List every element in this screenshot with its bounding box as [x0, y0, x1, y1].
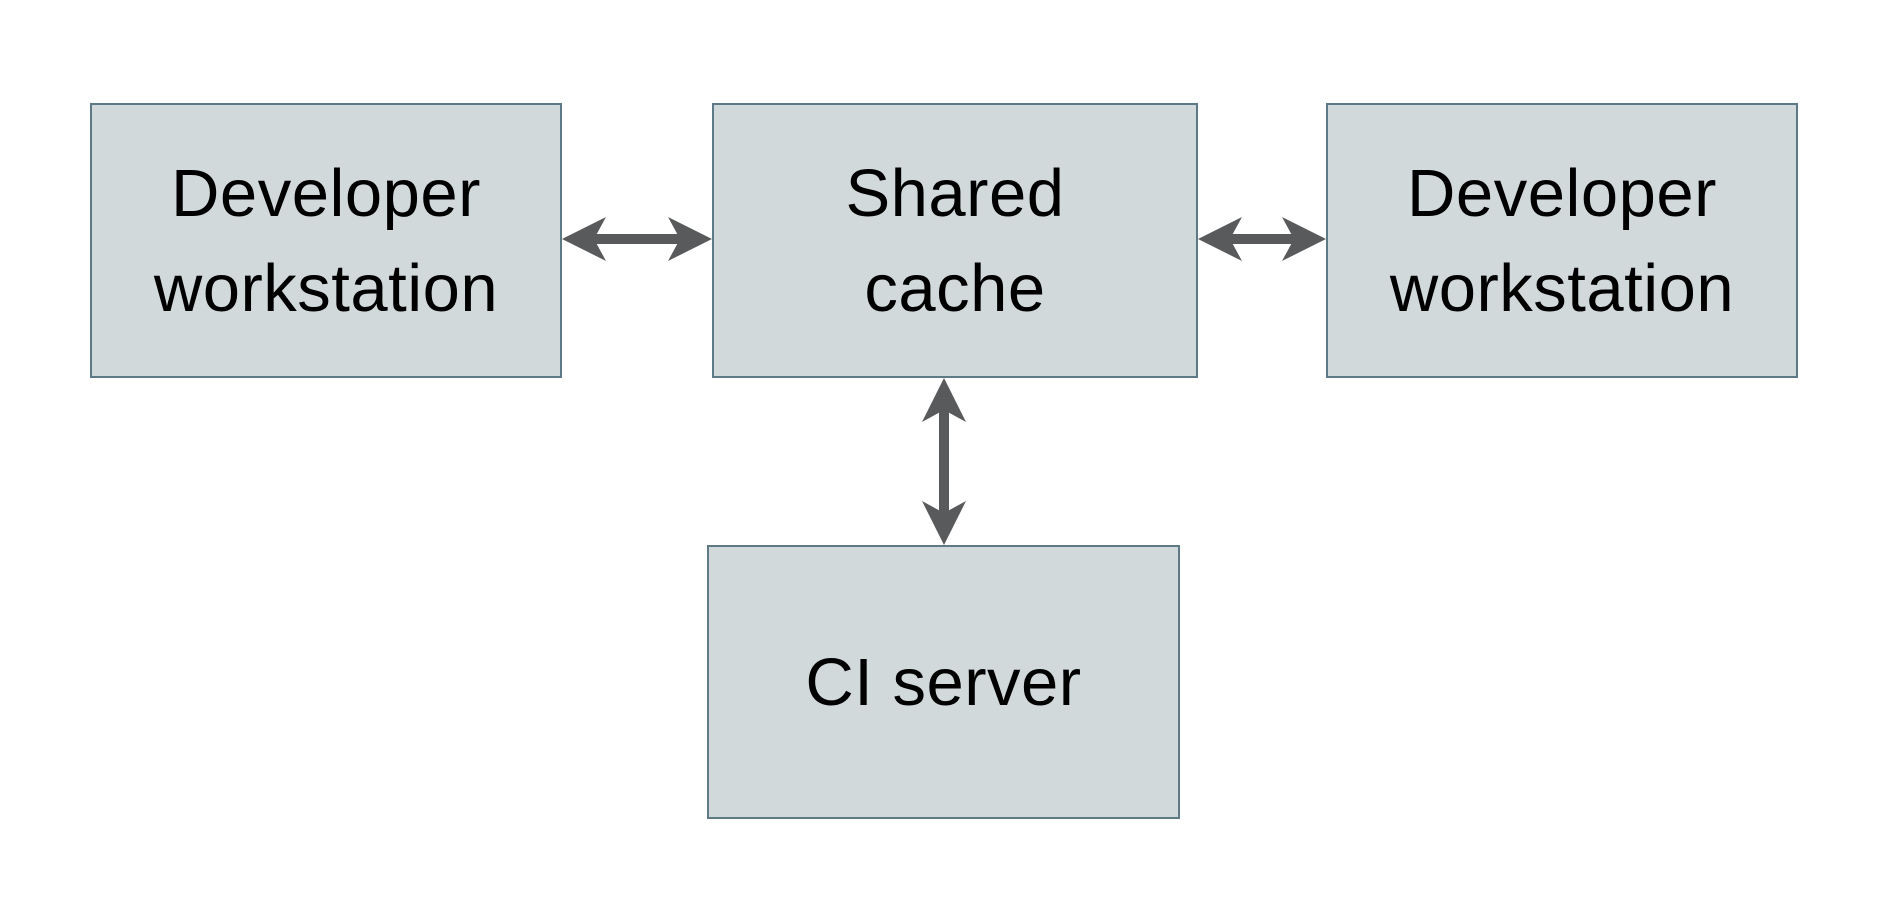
node-shared-cache: Shared cache [712, 103, 1198, 378]
bidirectional-arrow-workstation-left-to-cache [562, 217, 712, 261]
node-ci-server: CI server [707, 545, 1180, 819]
bidirectional-arrow-cache-to-ci-server [922, 378, 966, 545]
node-label-developer-workstation-left: Developer workstation [153, 155, 499, 326]
bidirectional-arrow-cache-to-workstation-right [1198, 217, 1326, 261]
node-developer-workstation-left: Developer workstation [90, 103, 562, 378]
node-label-developer-workstation-right: Developer workstation [1389, 155, 1735, 326]
node-label-ci-server: CI server [805, 644, 1082, 720]
node-label-shared-cache: Shared cache [845, 155, 1065, 326]
node-developer-workstation-right: Developer workstation [1326, 103, 1798, 378]
